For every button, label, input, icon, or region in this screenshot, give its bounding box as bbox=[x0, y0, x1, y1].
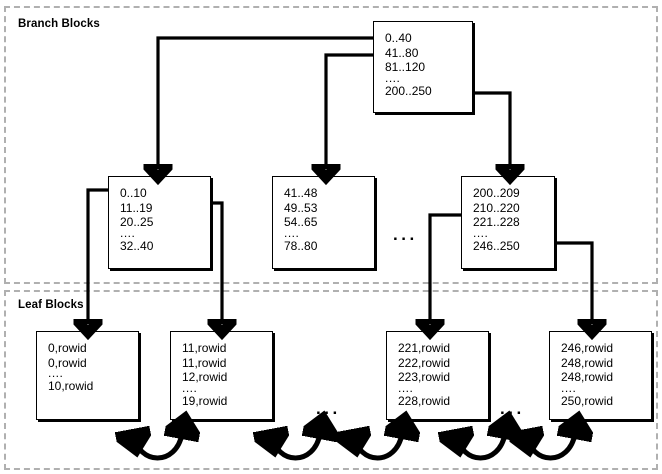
branch-block-3[interactable]: 200..209 210..220 221..228 .... 246..250 bbox=[461, 176, 555, 269]
leaf-4-entry-ellipsis: .... bbox=[561, 380, 577, 395]
leaf-blocks-label: Leaf Blocks bbox=[18, 299, 84, 311]
leaf-3-entry-1: 222,rowid bbox=[398, 355, 451, 370]
branch-block-1[interactable]: 0..10 11..19 20..25 .... 32..40 bbox=[108, 176, 211, 269]
leaf-3-entry-4: 228,rowid bbox=[398, 393, 451, 408]
leaf-2-entry-0: 11,rowid bbox=[182, 341, 227, 355]
leaf-block-3[interactable]: 221,rowid 222,rowid 223,rowid .... 228,r… bbox=[386, 331, 489, 420]
branch-3-entry-4: 246..250 bbox=[473, 238, 520, 253]
branch-2-entry-ellipsis: .... bbox=[284, 225, 300, 240]
leaf-blocks-ellipsis-middle: ... bbox=[316, 399, 341, 418]
root-branch-block[interactable]: 0..40 41..80 81..120 .... 200..250 bbox=[373, 21, 473, 113]
leaf-block-2[interactable]: 11,rowid 11,rowid 12,rowid .... 19,rowid bbox=[170, 331, 273, 420]
leaf-1-entry-ellipsis: .... bbox=[48, 366, 64, 380]
leaf-2-entry-1: 11,rowid bbox=[182, 355, 227, 370]
branch-blocks-label: Branch Blocks bbox=[18, 18, 100, 30]
branch-blocks-ellipsis: ... bbox=[393, 225, 418, 244]
leaf-2-entry-ellipsis: .... bbox=[182, 380, 198, 395]
leaf-4-entry-4: 250,rowid bbox=[561, 393, 614, 408]
branch-3-entry-ellipsis: .... bbox=[473, 225, 489, 240]
leaf-3-entry-2: 223,rowid bbox=[398, 370, 451, 384]
root-entry-ellipsis: .... bbox=[385, 70, 401, 85]
branch-1-entry-2: 20..25 bbox=[120, 215, 154, 229]
leaf-block-4[interactable]: 246,rowid 248,rowid 248,rowid .... 250,r… bbox=[549, 331, 652, 420]
branch-1-entry-1: 11..19 bbox=[120, 200, 153, 215]
leaf-1-entry-1: 0,rowid bbox=[48, 355, 87, 370]
leaf-blocks-ellipsis-right: ... bbox=[500, 399, 525, 418]
branch-blocks-region bbox=[4, 6, 658, 284]
branch-1-entry-ellipsis: .... bbox=[120, 225, 136, 240]
branch-block-2[interactable]: 41..48 49..53 54..65 .... 78..80 bbox=[272, 176, 375, 269]
branch-3-entry-0: 200..209 bbox=[473, 186, 520, 200]
leaf-4-entry-2: 248,rowid bbox=[561, 370, 614, 384]
root-entry-4: 200..250 bbox=[385, 83, 432, 98]
branch-2-entry-2: 54..65 bbox=[284, 215, 318, 229]
leaf-1-entry-3: 10,rowid bbox=[48, 379, 94, 393]
leaf-block-1[interactable]: 0,rowid 0,rowid .... 10,rowid bbox=[36, 331, 139, 420]
leaf-3-entry-0: 221,rowid bbox=[398, 341, 451, 355]
root-entry-2: 81..120 bbox=[385, 60, 426, 74]
leaf-3-entry-ellipsis: .... bbox=[398, 380, 414, 395]
branch-2-entry-4: 78..80 bbox=[284, 238, 318, 253]
leaf-2-entry-4: 19,rowid bbox=[182, 393, 228, 408]
leaf-blocks-region bbox=[4, 290, 658, 470]
branch-3-entry-1: 210..220 bbox=[473, 200, 520, 215]
branch-1-entry-0: 0..10 bbox=[120, 186, 147, 200]
leaf-4-entry-0: 246,rowid bbox=[561, 341, 614, 355]
branch-3-entry-2: 221..228 bbox=[473, 215, 520, 229]
root-entry-1: 41..80 bbox=[385, 45, 419, 60]
leaf-2-entry-2: 12,rowid bbox=[182, 370, 228, 384]
branch-2-entry-0: 41..48 bbox=[284, 186, 318, 200]
branch-2-entry-1: 49..53 bbox=[284, 200, 318, 215]
root-entry-0: 0..40 bbox=[385, 31, 412, 45]
leaf-4-entry-1: 248,rowid bbox=[561, 355, 614, 370]
branch-1-entry-4: 32..40 bbox=[120, 238, 154, 253]
leaf-1-entry-0: 0,rowid bbox=[48, 341, 87, 355]
